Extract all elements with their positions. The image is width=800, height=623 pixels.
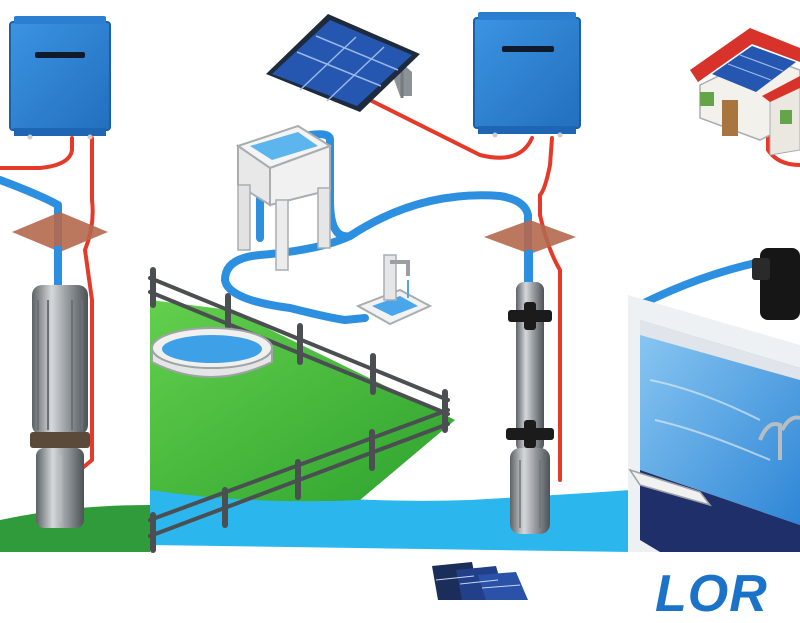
water-tank-tower-icon — [235, 124, 333, 271]
solar-panel-icon — [266, 14, 420, 112]
power-cables — [0, 98, 800, 482]
scene-svg — [0, 12, 800, 600]
pool-pump-icon — [752, 248, 800, 320]
submersible-pump-center-icon — [484, 220, 576, 534]
brand-name-text: LOR — [655, 565, 768, 623]
faucet-sink-icon — [355, 254, 433, 326]
submersible-pump-left-icon — [12, 212, 108, 528]
water-pipes — [0, 130, 764, 324]
fence-icon — [148, 267, 450, 553]
controller-display-icon — [502, 46, 554, 52]
solar-pumping-illustration: LOR — [0, 12, 800, 620]
swimming-pool-icon — [628, 295, 800, 552]
controller-box-left — [9, 16, 111, 140]
controller-box-right — [473, 12, 581, 138]
controller-display-icon — [35, 52, 85, 58]
house-with-solar-roof-icon — [690, 28, 800, 156]
brand-solar-logo-icon — [432, 562, 528, 600]
circular-trough-icon — [151, 327, 273, 378]
